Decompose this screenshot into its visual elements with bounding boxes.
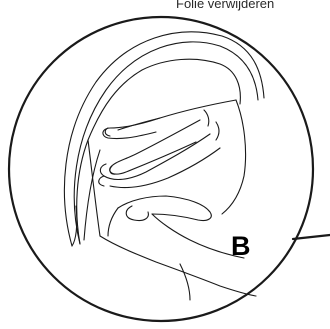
lower-hand-edge xyxy=(108,208,118,236)
lower-thumb-nail xyxy=(126,206,148,221)
lower-finger-crease xyxy=(180,264,190,300)
upper-finger-2-nail xyxy=(110,166,116,174)
step-label: B xyxy=(231,231,251,261)
upper-finger-3-nail xyxy=(99,176,104,186)
upper-finger-4 xyxy=(110,148,220,188)
lens-rim-inner xyxy=(74,42,258,244)
upper-finger-3 xyxy=(100,134,210,179)
film-fold-line xyxy=(84,150,100,240)
upper-knuckle-lines xyxy=(204,110,219,140)
lower-thumb xyxy=(118,196,211,221)
upper-finger-1 xyxy=(103,118,160,139)
upper-wrist xyxy=(222,100,246,214)
upper-finger-1-nail xyxy=(105,128,110,136)
